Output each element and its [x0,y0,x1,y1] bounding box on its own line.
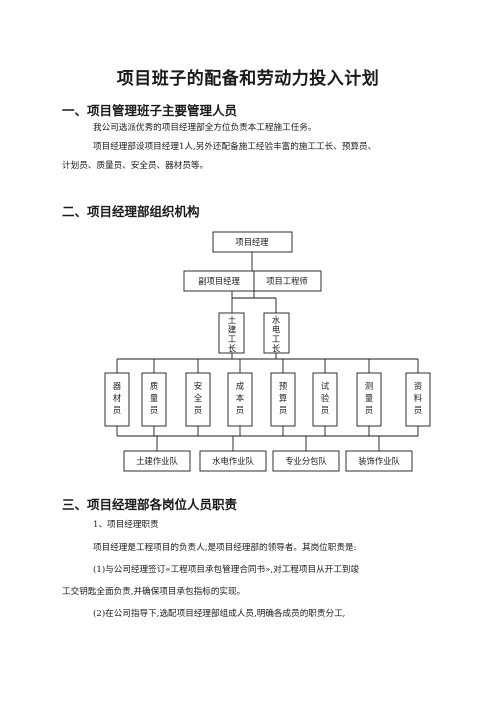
section1-para2-line2: 计划员、质量员、安全员、器材员等。 [62,161,209,171]
node-team-1: 土建作业队 [136,456,178,466]
section2-heading: 二、项目经理部组织机构 [62,204,200,219]
section1-para1: 我公司选派优秀的项目经理部全方位负责本工程施工任务。 [93,123,317,133]
node-staff-7: 测量员 [365,381,373,415]
section1-heading: 一、项目管理班子主要管理人员 [62,103,238,118]
box-foreman-mep [263,312,290,354]
node-project-manager: 项目经理 [235,237,269,247]
node-foreman-civil: 土建工长 [228,315,237,354]
box-second-row [183,270,322,292]
node-deputy-manager: 副项目经理 [198,276,240,286]
section3-item1-line1: (1)与公司经理签订«工程项目承包管理合同书»,对工程项目从开工到竣 [93,565,360,575]
org-chart-lines [104,231,431,472]
section3-heading: 三、项目经理部各岗位人员职责 [62,497,238,512]
node-foreman-mep: 水电工长 [272,315,281,354]
box-foreman-civil [218,312,245,354]
node-team-3: 专业分包队 [285,456,327,466]
box-project-manager [212,231,293,253]
section1-para2-line1: 项目经理部设项目经理1人,另外还配备施工经验丰富的施工工长、预算员、 [93,142,377,152]
node-staff-5: 预算员 [279,381,287,415]
section3-para1: 项目经理是工程项目的负责人,是项目经理部的领导者。其岗位职责是: [93,543,357,553]
node-staff-4: 成本员 [236,381,244,415]
node-staff-6: 试验员 [321,381,330,415]
section3-item1-line2: 工交钥匙全面负责,并确保项目承包指标的实现。 [62,587,246,597]
document-title: 项目班子的配备和劳动力投入计划 [116,69,380,89]
node-team-4: 装饰作业队 [358,456,400,466]
node-project-engineer: 项目工程师 [266,276,308,286]
section3-sub1: 1、项目经理职责 [93,520,159,530]
node-staff-3: 安全员 [194,381,203,415]
node-staff-8: 资料员 [414,381,423,415]
section3-item2-line1: (2)在公司指导下,选配项目经理部组成人员,明确各成员的职责分工, [93,609,346,619]
node-staff-1: 器材员 [113,381,122,415]
node-team-2: 水电作业队 [212,456,254,466]
node-staff-2: 质量员 [150,381,158,415]
